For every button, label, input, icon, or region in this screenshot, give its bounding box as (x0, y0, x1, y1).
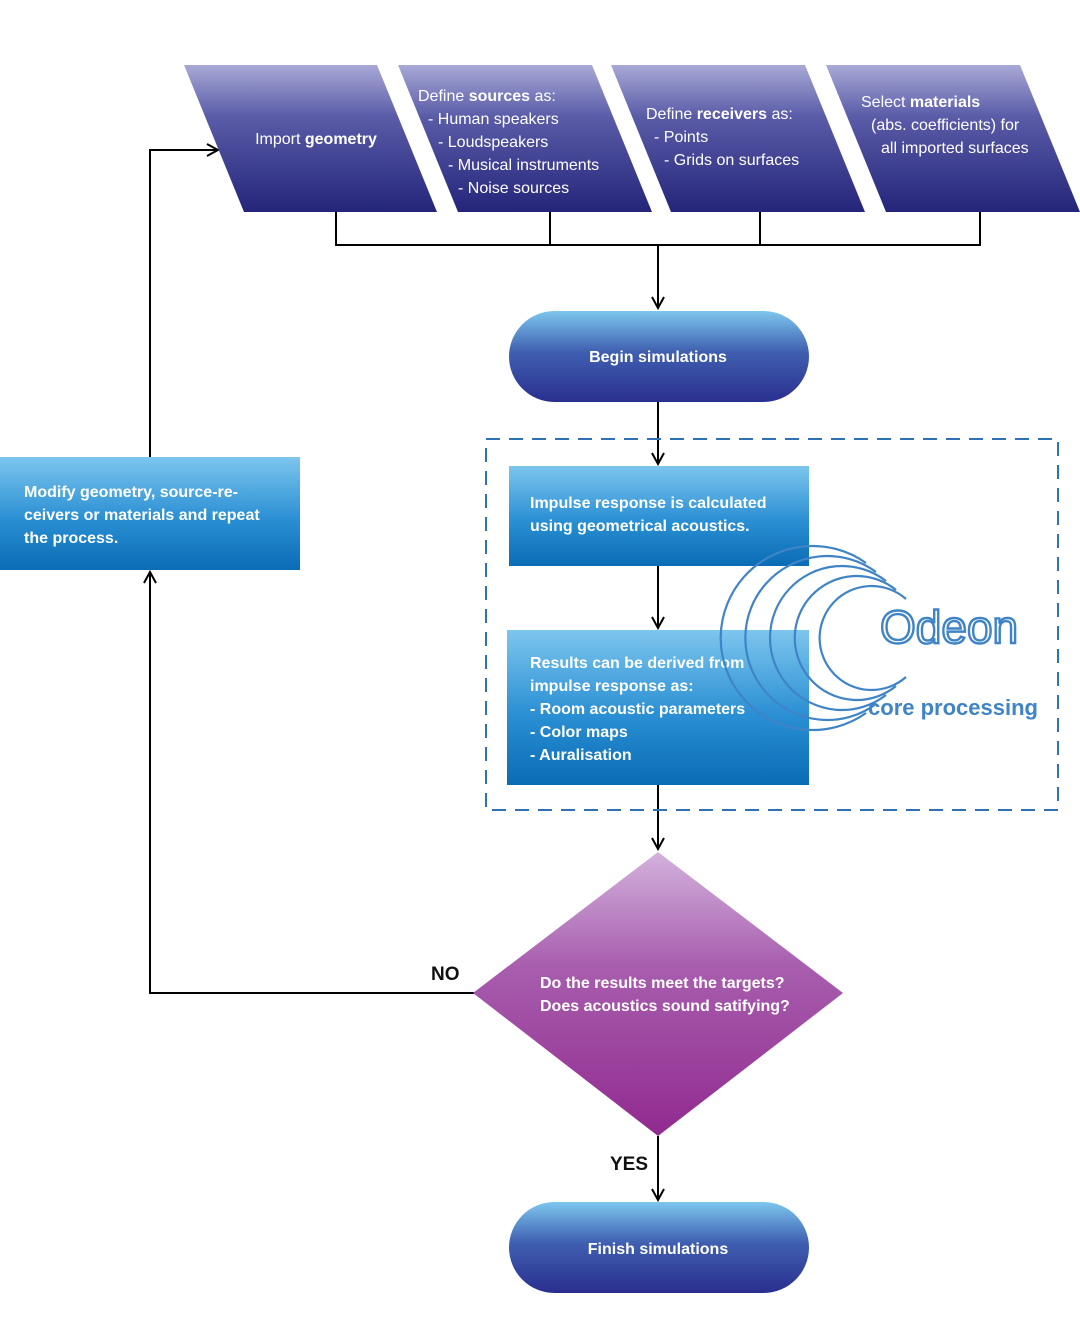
results-line: Results can be derived from (530, 655, 744, 672)
finish-simulations-label: Finish simulations (588, 1241, 729, 1258)
define-sources-node: Define sources as: - Human speakers - Lo… (398, 65, 652, 212)
modify-line: Modify geometry, source-re- (24, 484, 238, 501)
results-line: impulse response as: (530, 678, 694, 695)
source-item: - Musical instruments (448, 157, 599, 174)
decision-line: Do the results meet the targets? (540, 975, 785, 992)
import-geometry-node: Import geometry (184, 65, 437, 212)
odeon-subtitle: core processing (868, 695, 1038, 720)
define-receivers-heading: Define receivers as: (646, 106, 793, 123)
finish-simulations-node: Finish simulations (509, 1202, 809, 1293)
impulse-line: using geometrical acoustics. (530, 518, 750, 535)
impulse-response-node: Impulse response is calculated using geo… (509, 466, 809, 566)
import-geometry-text: Import geometry (255, 131, 377, 148)
results-line: - Color maps (530, 724, 628, 741)
select-materials-heading: Select materials (861, 94, 980, 111)
modify-line: ceivers or materials and repeat (24, 507, 260, 524)
begin-simulations-label: Begin simulations (589, 349, 727, 366)
modify-node: Modify geometry, source-re- ceivers or m… (0, 457, 300, 570)
odeon-wordmark: Odeon (880, 601, 1018, 653)
define-receivers-node: Define receivers as: - Points - Grids on… (611, 65, 865, 212)
materials-line: (abs. coefficients) for (871, 117, 1020, 134)
decision-node: Do the results meet the targets? Does ac… (473, 852, 843, 1136)
source-item: - Loudspeakers (438, 134, 548, 151)
odeon-logo: Odeon core processing (719, 544, 1038, 732)
input-connectors (335, 212, 981, 246)
receiver-item: - Points (654, 129, 708, 146)
begin-simulations-node: Begin simulations (509, 311, 809, 402)
core-processing-frame (485, 438, 1059, 811)
impulse-line: Impulse response is calculated (530, 495, 767, 512)
receiver-item: - Grids on surfaces (664, 152, 799, 169)
decision-line: Does acoustics sound satifying? (540, 998, 790, 1015)
source-item: - Human speakers (428, 111, 559, 128)
results-line: - Auralisation (530, 747, 632, 764)
materials-line: all imported surfaces (881, 140, 1029, 157)
results-line: - Room acoustic parameters (530, 701, 745, 718)
source-item: - Noise sources (458, 180, 569, 197)
select-materials-node: Select materials (abs. coefficients) for… (826, 65, 1080, 212)
sound-waves-icon (719, 544, 907, 732)
no-label: NO (431, 964, 460, 985)
define-sources-heading: Define sources as: (418, 88, 556, 105)
no-branch-line (150, 572, 475, 994)
results-node: Results can be derived from impulse resp… (507, 630, 809, 785)
modify-line: the process. (24, 530, 118, 547)
loop-back-line (149, 150, 218, 457)
yes-label: YES (610, 1154, 648, 1175)
